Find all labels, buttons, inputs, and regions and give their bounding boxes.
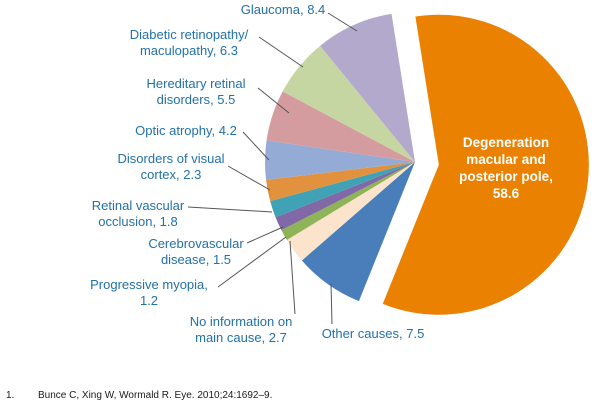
pie-slice-other-causes bbox=[301, 162, 415, 302]
pie-slice-disorders-of-visual-cortex bbox=[266, 162, 415, 202]
callout-label-no-information: No information on main cause, 2.7 bbox=[189, 314, 293, 345]
leader-line bbox=[258, 36, 304, 68]
callout-label-other-causes: Other causes, 7.5 bbox=[321, 326, 425, 341]
pie-slice-cerebrovascular-disease bbox=[275, 162, 415, 231]
callout-label-progressive-myopia: Progressive myopia, 1.2 bbox=[90, 277, 208, 308]
pie-slice-degeneration-macular-and-posterior-pole bbox=[382, 14, 589, 315]
pie-slice-hereditary-retinal-disorders bbox=[266, 91, 415, 162]
pie-slice-diabetic-retinopathy-maculopathy bbox=[282, 45, 415, 162]
pie-slice-no-information-on-main-cause bbox=[286, 162, 415, 261]
callout-label-disorders-visual-cortex: Disorders of visual cortex, 2.3 bbox=[117, 151, 225, 182]
leader-line bbox=[330, 283, 333, 325]
callout-label-optic-atrophy: Optic atrophy, 4.2 bbox=[135, 123, 237, 138]
callout-label-glaucoma: Glaucoma, 8.4 bbox=[240, 2, 326, 17]
footnote-number: 1. bbox=[6, 390, 15, 400]
callout-label-diabetic-retinopathy: Diabetic retinopathy/ maculopathy, 6.3 bbox=[129, 27, 249, 58]
callout-label-cerebrovascular-disease: Cerebrovascular disease, 1.5 bbox=[148, 236, 244, 267]
leader-line bbox=[187, 206, 273, 213]
callout-label-retinal-vascular-occlusion: Retinal vascular occlusion, 1.8 bbox=[91, 198, 185, 229]
leader-line bbox=[289, 240, 296, 315]
pie-slice-glaucoma bbox=[320, 13, 415, 162]
leader-line bbox=[327, 12, 358, 32]
leader-line bbox=[242, 131, 270, 161]
leader-line bbox=[227, 165, 271, 191]
callout-label-hereditary-retinal: Hereditary retinal disorders, 5.5 bbox=[146, 76, 246, 107]
footnote-citation: Bunce C, Xing W, Wormald R. Eye. 2010;24… bbox=[38, 390, 273, 400]
pie-slice-progressive-myopia bbox=[281, 162, 415, 240]
leader-line bbox=[217, 236, 287, 288]
leader-line bbox=[257, 87, 290, 114]
pie-slice-retinal-vascular-occlusion bbox=[270, 162, 415, 218]
leader-line bbox=[246, 226, 284, 244]
slice-inside-label-degeneration-macular: Degeneration macular and posterior pole,… bbox=[459, 135, 553, 201]
pie-slice-optic-atrophy bbox=[265, 140, 415, 180]
